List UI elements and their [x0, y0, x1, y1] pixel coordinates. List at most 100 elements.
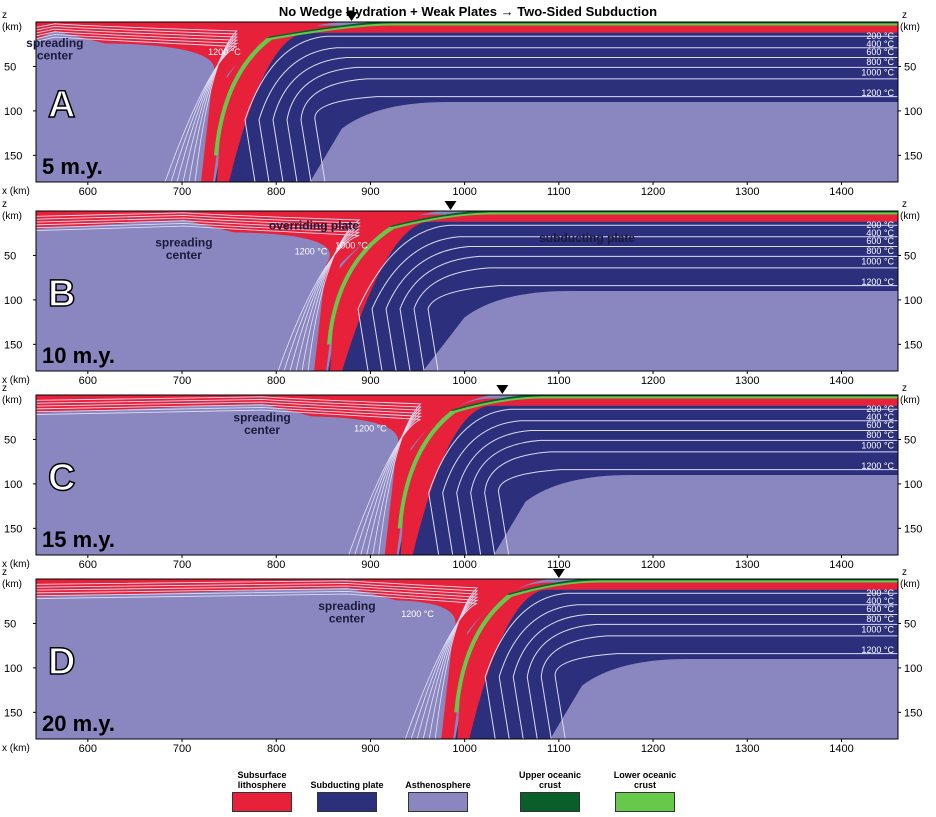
legend-swatch	[615, 792, 675, 812]
legend-label: Subducting plate	[310, 780, 384, 790]
overriding-lithosphere	[36, 211, 441, 371]
x-axis-label: x (km)	[2, 375, 30, 386]
x-tick-label: 900	[361, 743, 379, 755]
isotherm-line	[442, 420, 898, 555]
x-tick-label: 1300	[735, 375, 759, 387]
panel-letter: B	[48, 273, 75, 315]
isotherm-label: 1000 °C	[861, 257, 894, 267]
figure-title: No Wedge Hydration + Weak Plates → Two-S…	[278, 4, 658, 19]
isotherm-line	[272, 57, 898, 182]
x-tick-label: 1300	[735, 186, 759, 198]
z-axis-label-left: z	[2, 199, 7, 210]
isotherm-line	[36, 590, 479, 739]
z-tick-label: 100	[4, 663, 22, 675]
isotherm-line	[484, 592, 898, 739]
isotherm-line	[36, 585, 479, 739]
z-axis-unit-left: (km)	[2, 22, 22, 33]
subducting-plate	[328, 221, 898, 371]
x-tick-label: 1300	[735, 743, 759, 755]
isotherm-line	[36, 580, 479, 739]
z-axis-label-left: z	[2, 10, 7, 21]
isotherm-line	[484, 451, 898, 555]
z-axis-label-left: z	[2, 383, 7, 394]
x-tick-label: 600	[79, 559, 97, 571]
z-tick-label: 100	[904, 295, 922, 307]
isotherm-line	[36, 401, 422, 555]
x-tick-label: 1200	[641, 559, 665, 571]
panel-frame	[35, 21, 899, 183]
isotherm-label: 600 °C	[866, 604, 894, 614]
z-tick-label: 150	[4, 339, 22, 351]
isotherm-line	[498, 469, 898, 555]
z-tick-label: 50	[904, 618, 916, 630]
x-tick-label: 1100	[547, 375, 571, 387]
isotherm-line	[554, 653, 898, 739]
isotherm-line	[36, 36, 237, 182]
isotherm-line	[540, 635, 898, 739]
x-tick-label: 700	[173, 743, 191, 755]
isotherm-line	[36, 220, 360, 371]
z-axis-label-right: z	[902, 567, 907, 578]
x-tick-label: 600	[79, 743, 97, 755]
isotherm-label: 600 °C	[866, 420, 894, 430]
z-tick-label: 150	[904, 150, 922, 162]
isotherm-line	[36, 217, 361, 371]
x-tick-label: 1000	[452, 186, 476, 198]
subducting-lithosphere	[216, 24, 898, 182]
x-tick-label: 900	[361, 559, 379, 571]
panel-label: center	[166, 248, 202, 262]
x-tick-label: 1200	[641, 186, 665, 198]
z-axis-label-right: z	[902, 383, 907, 394]
isotherm-line	[36, 406, 423, 555]
x-axis-label: x (km)	[2, 186, 30, 197]
legend-swatch	[520, 792, 580, 812]
x-tick-label: 800	[267, 186, 285, 198]
x-tick-label: 700	[173, 559, 191, 571]
x-tick-label: 600	[79, 186, 97, 198]
legend-item: Lower oceanic crust	[605, 768, 685, 812]
legend-item: Upper oceanic crust	[510, 768, 590, 812]
x-tick-label: 1000	[452, 559, 476, 571]
z-tick-label: 150	[4, 150, 22, 162]
z-axis-unit-left: (km)	[2, 211, 22, 222]
z-axis-label-left: z	[2, 567, 7, 578]
z-tick-label: 100	[904, 106, 922, 118]
legend-item: Subsurface lithosphere	[222, 768, 302, 812]
panel-label: subducting plate	[539, 231, 635, 245]
trench-marker-icon	[496, 385, 509, 394]
isotherm-line	[36, 214, 361, 371]
z-axis-unit-left: (km)	[2, 579, 22, 590]
isotherm-line	[428, 408, 898, 555]
overriding-lithosphere	[36, 395, 493, 555]
z-tick-label: 150	[904, 523, 922, 535]
x-axis-label: x (km)	[2, 743, 30, 754]
z-tick-label: 150	[904, 707, 922, 719]
panel-time: 10 m.y.	[42, 343, 115, 368]
isotherm-label: 800 °C	[866, 57, 894, 67]
x-tick-label: 800	[267, 559, 285, 571]
isotherm-line	[413, 267, 898, 371]
z-tick-label: 50	[904, 250, 916, 262]
panel-label: 1200 °C	[208, 47, 241, 57]
isotherm-line	[36, 25, 238, 182]
x-tick-label: 1400	[829, 375, 853, 387]
isotherm-label: 400 °C	[866, 39, 894, 49]
subducting-plate	[214, 32, 898, 182]
panel-label: spreading	[318, 599, 375, 613]
isotherm-line	[314, 96, 898, 182]
panel-label: 1200 °C	[401, 609, 434, 619]
z-tick-label: 50	[4, 250, 16, 262]
z-tick-label: 50	[4, 434, 16, 446]
isotherm-label: 1200 °C	[861, 461, 894, 471]
panel-label: spreading	[26, 36, 83, 50]
isotherm-label: 400 °C	[866, 228, 894, 238]
isotherm-line	[36, 28, 239, 182]
legend-label: Subsurface lithosphere	[237, 770, 287, 790]
legend-label: Asthenosphere	[405, 780, 471, 790]
panel-label: center	[244, 423, 280, 437]
isotherm-line	[371, 236, 898, 371]
panel-frame	[35, 578, 899, 740]
